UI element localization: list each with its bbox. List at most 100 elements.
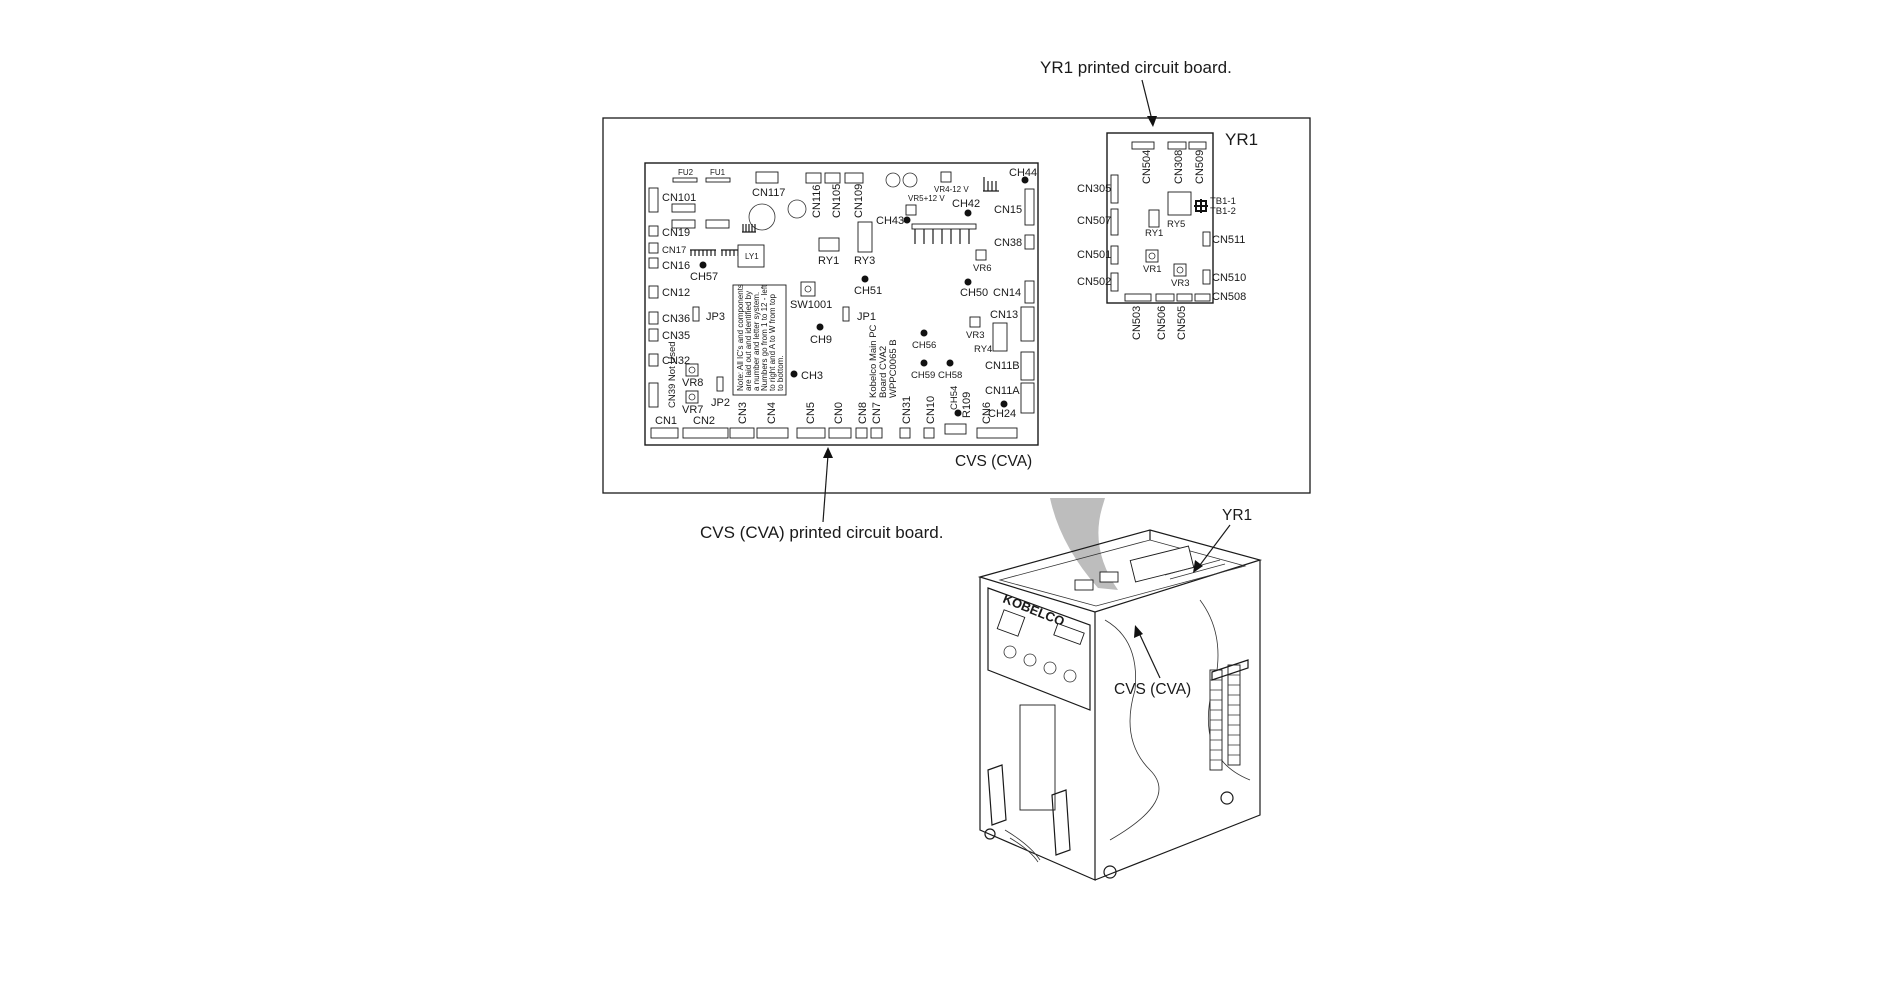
yr1-tb1-1: TB1-1: [1210, 196, 1236, 207]
cvs-conn-cn1: CN1: [655, 415, 677, 427]
machine-yr1-arrowhead: [1193, 560, 1203, 573]
cvs-conn-cn14: CN14: [993, 287, 1021, 299]
svg-text:a number and letter system.: a number and letter system.: [752, 292, 761, 391]
cvs-tp-ch42: CH42: [952, 198, 980, 210]
yr1-conn-cn510: CN510: [1212, 272, 1246, 284]
cvs-heatsink-left: [690, 249, 716, 256]
cvs-conn-cn0: CN0: [833, 402, 845, 424]
cvs-tp-ch24: CH24: [988, 408, 1016, 420]
cvs-vr6-label: VR6: [973, 263, 991, 274]
cvs-conn-cn7: CN7: [871, 402, 883, 424]
cvs-ly1-label: LY1: [745, 252, 759, 261]
yr1-callout-leader: [1141, 79, 1153, 121]
svg-text:Note: All IC's and components: Note: All IC's and components: [736, 284, 745, 391]
cvs-tp-ch44: CH44: [1009, 167, 1037, 179]
yr1-board: YR1 CN504 CN308 CN509 CN305 CN507 CN501 …: [1077, 130, 1258, 340]
cvs-ic-row: [914, 229, 970, 244]
yr1-conn-cn511: CN511: [1212, 234, 1245, 246]
machine-label-yr1: YR1: [1222, 507, 1252, 524]
cvs-fuse-fu2: FU2: [678, 168, 694, 177]
yr1-conn-cn506: CN506: [1156, 306, 1168, 340]
svg-text:are laid out and identified by: are laid out and identified by: [744, 291, 753, 391]
cvs-conn-cn101: CN101: [662, 192, 696, 204]
svg-text:WPPC0065 B: WPPC0065 B: [888, 339, 899, 398]
cvs-conn-cn12: CN12: [662, 287, 690, 299]
machine-yr1-leader: [1199, 524, 1231, 566]
svg-text:to bottom.: to bottom.: [776, 355, 785, 391]
svg-text:Numbers go from 1 to 12 - left: Numbers go from 1 to 12 - left: [760, 284, 769, 391]
machine-label-cvs: CVS (CVA): [1114, 681, 1191, 698]
svg-text:Board CVA2: Board CVA2: [878, 346, 889, 398]
yr1-conn-cn501: CN501: [1077, 249, 1111, 261]
svg-text:to right and A to W from top: to right and A to W from top: [768, 294, 777, 391]
cvs-tp-ch54: CH54: [949, 386, 960, 410]
cvs-fuse-fu1: FU1: [710, 168, 726, 177]
cvs-note-box: [732, 284, 787, 396]
cvs-conn-cn11a: CN11A: [985, 385, 1020, 397]
yr1-callout-arrowhead: [1147, 116, 1157, 127]
cvs-conn-cn38: CN38: [994, 237, 1022, 249]
cvs-conn-cn11b: CN11B: [985, 360, 1020, 372]
cvs-conn-cn17: CN17: [662, 245, 686, 256]
cvs-board-title: CVS (CVA): [955, 453, 1032, 470]
yr1-ry1-label: RY1: [1145, 228, 1163, 239]
cvs-jp2-label: JP2: [711, 397, 730, 409]
cvs-vr4-label: VR4-12 V: [934, 185, 969, 194]
cvs-ry4-label: RY4: [974, 344, 992, 355]
yr1-tb1-terminal: [1194, 199, 1208, 213]
cvs-tp-ch43: CH43: [876, 215, 904, 227]
yr1-board-title: YR1: [1225, 130, 1258, 149]
cvs-left-connector-blocks: [648, 187, 659, 408]
cvs-conn-cn6: CN6: [981, 402, 993, 424]
cvs-ry1-label: RY1: [818, 255, 839, 267]
cvs-relay-ly1: [737, 244, 765, 268]
cvs-vr5-label: VR5+12 V: [908, 194, 945, 203]
svg-text:Kobelco Main PC: Kobelco Main PC: [868, 324, 879, 398]
cvs-board-id: Kobelco Main PC Board CVA2 WPPC0065 B: [868, 324, 899, 398]
cvs-vr8-label: VR8: [682, 377, 703, 389]
cvs-conn-cn105: CN105: [831, 184, 843, 218]
yr1-conn-cn308: CN308: [1173, 150, 1185, 184]
cvs-conn-cn32: CN32: [662, 355, 690, 367]
cvs-conn-cn4: CN4: [766, 402, 778, 424]
cvs-conn-cn5: CN5: [805, 402, 817, 424]
yr1-conn-cn507: CN507: [1077, 215, 1111, 227]
yr1-vr1-label: VR1: [1143, 264, 1161, 275]
cvs-bottom-connector-blocks: [650, 423, 1018, 439]
yr1-conn-cn505: CN505: [1176, 306, 1188, 340]
cvs-tp-ch9: CH9: [810, 334, 832, 346]
yr1-board-outline: [1106, 132, 1214, 304]
cvs-callout-leader: [822, 454, 829, 523]
yr1-conn-cn503: CN503: [1131, 306, 1143, 340]
yr1-ry5-label: RY5: [1167, 219, 1185, 230]
cvs-conn-cn13: CN13: [990, 309, 1018, 321]
cvs-conn-cn3: CN3: [737, 402, 749, 424]
cvs-tp-ch59: CH59: [911, 370, 935, 381]
cvs-jp3-label: JP3: [706, 311, 725, 323]
cvs-conn-cn8: CN8: [857, 402, 869, 424]
yr1-conn-cn502: CN502: [1077, 276, 1111, 288]
cvs-heatsink-right: [983, 177, 999, 192]
cvs-r109: R109: [961, 392, 973, 418]
cvs-conn-cn16: CN16: [662, 260, 690, 272]
cvs-tp-ch50: CH50: [960, 287, 988, 299]
yr1-vr3-label: VR3: [1171, 278, 1189, 289]
machine-cvs-arrowhead: [1134, 625, 1143, 638]
cvs-conn-cn2: CN2: [693, 415, 715, 427]
cvs-conn-cn39-not-used: CN39 Not Used: [667, 341, 678, 408]
cvs-vr7-label: VR7: [682, 404, 703, 416]
yr1-conn-cn504: CN504: [1141, 150, 1153, 184]
cvs-vr3-label: VR3: [966, 330, 984, 341]
cvs-conn-cn35: CN35: [662, 330, 690, 342]
cvs-tp-ch51: CH51: [854, 285, 882, 297]
cvs-callout-arrowhead: [823, 447, 833, 458]
cvs-tp-ch56: CH56: [912, 340, 936, 351]
cvs-board: CVS (CVA) CN101 CN19 CN17 CN16 CN12 CN36…: [644, 162, 1039, 470]
cvs-sw1001-label: SW1001: [790, 299, 832, 311]
cvs-board-outline: [644, 162, 1039, 446]
machine-cvs-leader: [1139, 634, 1161, 679]
cvs-conn-cn109: CN109: [853, 184, 865, 218]
cvs-conn-cn117: CN117: [752, 187, 785, 199]
cvs-tp-ch58: CH58: [938, 370, 962, 381]
